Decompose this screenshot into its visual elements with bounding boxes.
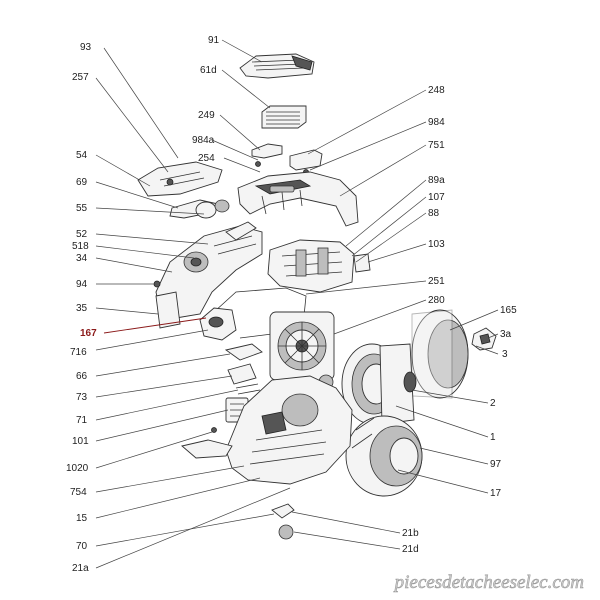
callout-984a: 984a [192, 135, 215, 146]
callout-97: 97 [490, 459, 502, 470]
part-280-motor [269, 311, 335, 381]
callout-248: 248 [428, 85, 445, 96]
callout-103: 103 [428, 239, 445, 250]
callout-89a: 89a [428, 175, 445, 186]
callout-257: 257 [72, 72, 89, 83]
part-89a-frame [267, 239, 371, 293]
callout-251: 251 [428, 276, 445, 287]
callout-21b: 21b [402, 528, 419, 539]
callout-35: 35 [76, 303, 88, 314]
part-94 [153, 280, 161, 288]
callout-66: 66 [76, 371, 88, 382]
part-716-mount [199, 307, 237, 341]
callout-94: 94 [76, 279, 88, 290]
callout-3: 3 [502, 349, 508, 360]
callout-88: 88 [428, 208, 440, 219]
part-34-chassis [155, 221, 263, 319]
callout-3a: 3a [500, 329, 512, 340]
callout-69: 69 [76, 177, 88, 188]
callout-61d: 61d [200, 65, 217, 76]
part-249 [251, 143, 283, 159]
callout-249: 249 [198, 110, 215, 121]
callout-91: 91 [208, 35, 220, 46]
callout-93: 93 [80, 42, 92, 53]
callout-54: 54 [76, 150, 88, 161]
callout-labels: 93 91 257 61d 249 248 984a 984 54 254 75… [66, 35, 517, 574]
callout-71: 71 [76, 415, 88, 426]
callout-1020: 1020 [66, 463, 89, 474]
part-1-housing [341, 343, 417, 425]
part-54-cover [137, 161, 223, 197]
callout-280: 280 [428, 295, 445, 306]
callout-15: 15 [76, 513, 88, 524]
part-61d-filter [261, 105, 307, 129]
callout-107: 107 [428, 192, 445, 203]
part-35-flap [155, 291, 181, 329]
part-165-ring [411, 309, 469, 399]
callout-73: 73 [76, 392, 88, 403]
part-drawings [137, 53, 497, 540]
callout-165: 165 [500, 305, 517, 316]
callout-21a: 21a [72, 563, 89, 574]
callout-2: 2 [490, 398, 496, 409]
part-71 [235, 383, 261, 395]
part-21d [278, 524, 294, 540]
leader-167 [103, 317, 207, 334]
part-754-base [225, 375, 353, 485]
part-91-grille [239, 53, 315, 79]
callout-34: 34 [76, 253, 88, 264]
part-97-wheel [345, 415, 423, 497]
part-21b [271, 503, 295, 519]
callout-1: 1 [490, 432, 496, 443]
part-70-bumper [181, 439, 233, 459]
callout-52: 52 [76, 229, 88, 240]
part-66 [224, 343, 263, 361]
part-984a [255, 161, 261, 167]
callout-716: 716 [70, 347, 87, 358]
callout-21d: 21d [402, 544, 419, 555]
leader-lines [95, 39, 499, 569]
watermark-logo: piecesdetacheeselec.com [393, 572, 584, 593]
callout-167: 167 [80, 328, 97, 339]
callout-518: 518 [72, 241, 89, 252]
part-3a-clip [471, 327, 497, 351]
callout-101: 101 [72, 436, 89, 447]
part-73 [227, 363, 257, 385]
callout-751: 751 [428, 140, 445, 151]
callout-55: 55 [76, 203, 88, 214]
part-751-shell [237, 171, 359, 227]
callout-17: 17 [490, 488, 502, 499]
part-1020 [211, 427, 217, 433]
callout-70: 70 [76, 541, 88, 552]
callout-254: 254 [198, 153, 215, 164]
callout-984: 984 [428, 117, 445, 128]
callout-754: 754 [70, 487, 87, 498]
